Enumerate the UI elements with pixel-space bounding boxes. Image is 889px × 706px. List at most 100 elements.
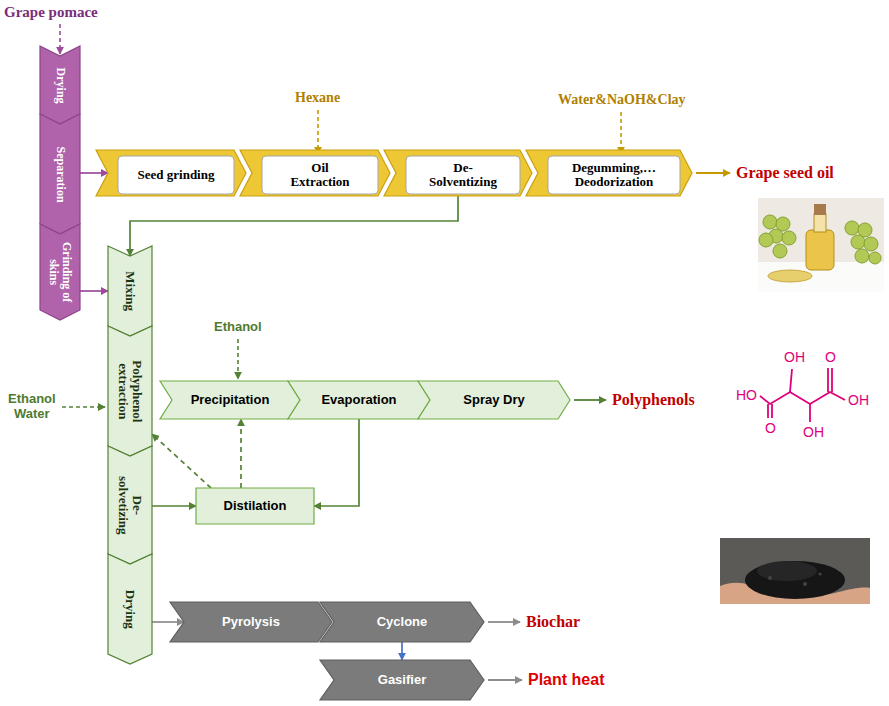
node-text: Pyrolysis [222, 615, 280, 629]
flow-arrow [152, 434, 211, 488]
product-label: Plant heat [528, 671, 604, 689]
process-chevron: Cyclone [320, 602, 484, 642]
biochar-pile [745, 561, 845, 599]
product-label: Polyphenols [612, 391, 695, 409]
label-holder: OH [784, 349, 805, 365]
input-label: Grape pomace [4, 4, 98, 21]
reagent-arrow [237, 339, 239, 379]
label-holder: Hexane [295, 90, 340, 106]
layout-arrows [60, 24, 730, 680]
label-holder: O [765, 420, 776, 436]
flow-arrow [152, 505, 196, 507]
grape [855, 249, 869, 263]
text-panel [118, 156, 234, 194]
atom-label: OH [803, 424, 824, 440]
text-area: Grinding of skins [42, 236, 78, 308]
process-chevron: De- solvetizing [108, 446, 152, 564]
text-area: Drying [110, 566, 150, 652]
biochar-grain [819, 573, 822, 576]
process-box: Distilation [196, 488, 314, 524]
text-area: Evaporation [302, 383, 416, 417]
product-arrow [696, 172, 730, 174]
node-text: Drying [53, 58, 66, 112]
flow-arrow [152, 621, 184, 623]
node-text: Precipitation [191, 393, 270, 407]
process-chevron: Polyphenol extraction [108, 326, 152, 456]
grape [869, 252, 881, 264]
label-holder: Polyphenols [612, 391, 695, 409]
process-chevron-outline [40, 46, 80, 124]
process-chevron-outline [40, 224, 80, 320]
process-chevron-outline [526, 150, 692, 196]
label-holder: Grape pomace [4, 4, 98, 21]
product-label: Biochar [526, 613, 580, 631]
process-chevron: Mixing [108, 246, 152, 336]
grape [782, 231, 796, 245]
node-text: Gasifier [378, 673, 426, 687]
flow-arrow [80, 290, 108, 292]
process-chevron-outline [108, 326, 152, 456]
label-holder: Ethanol [214, 320, 262, 335]
label-holder: O [825, 349, 836, 365]
grape [851, 235, 865, 249]
text-area: Polyphenol extraction [110, 338, 150, 444]
atom-label: O [825, 349, 836, 365]
reagent-arrow [620, 112, 622, 154]
process-chevron-outline [96, 150, 246, 196]
chemical-bond [809, 404, 811, 422]
text-area: Spray Dry [432, 383, 556, 417]
tartaric-acid-structure [760, 368, 845, 422]
process-chevron: Precipitation [160, 381, 300, 419]
reagent-arrow [317, 110, 319, 154]
chemical-bond [790, 369, 792, 392]
text-area: De- solvetizing [110, 458, 150, 552]
grape [763, 215, 777, 229]
process-chevron-outline [108, 246, 152, 336]
node-text: Spray Dry [463, 393, 524, 407]
process-chevron-outline [288, 381, 430, 419]
oil-bottle [806, 230, 834, 270]
photo-ground [720, 538, 870, 604]
biochar-photo [720, 538, 870, 604]
label-holder: Ethanol Water [8, 392, 56, 422]
node-text: Drying [123, 566, 137, 652]
process-chevron-outline [418, 381, 570, 419]
chemical-bond [831, 368, 833, 392]
photo-ground [758, 198, 884, 292]
grape [845, 221, 859, 235]
flow-arrow [314, 419, 359, 506]
process-chevron: Gasifier [320, 660, 484, 700]
product-arrow [488, 621, 520, 623]
label-holder: OH [848, 392, 869, 408]
label-holder: Biochar [526, 613, 580, 631]
text-area: Pyrolysis [186, 604, 316, 640]
text-area: Cyclone [336, 604, 468, 640]
grape-seed-oil-photo [758, 198, 884, 292]
reagent-arrow [62, 406, 105, 408]
biochar-grain [803, 582, 807, 586]
chemical-bond [767, 404, 769, 418]
process-chevron-outline [240, 150, 390, 196]
node-text: Distilation [224, 499, 287, 513]
label-holder: Water&NaOH&Clay [558, 92, 686, 108]
text-panel [262, 156, 378, 194]
product-label: Grape seed oil [736, 164, 834, 182]
text-panel [406, 156, 520, 194]
node-text: De- solvetizing [116, 465, 145, 545]
process-chevron-outline [108, 446, 152, 564]
process-chevron-outline [320, 602, 484, 642]
atom-label: O [765, 420, 776, 436]
reagent-label: Ethanol Water [8, 392, 56, 422]
text-area: Oil Extraction [264, 158, 376, 192]
biochar-pile [757, 561, 817, 581]
node-text: Grinding of skins [47, 236, 73, 308]
chemical-bond [760, 392, 845, 404]
process-chevron: Degumming,… Deodorization [526, 150, 692, 196]
process-chevron-outline [320, 660, 484, 700]
product-arrow [574, 399, 606, 401]
process-chevron-outline [108, 554, 152, 664]
process-chevron: Drying [40, 46, 80, 124]
label-holder: Grape seed oil [736, 164, 834, 182]
